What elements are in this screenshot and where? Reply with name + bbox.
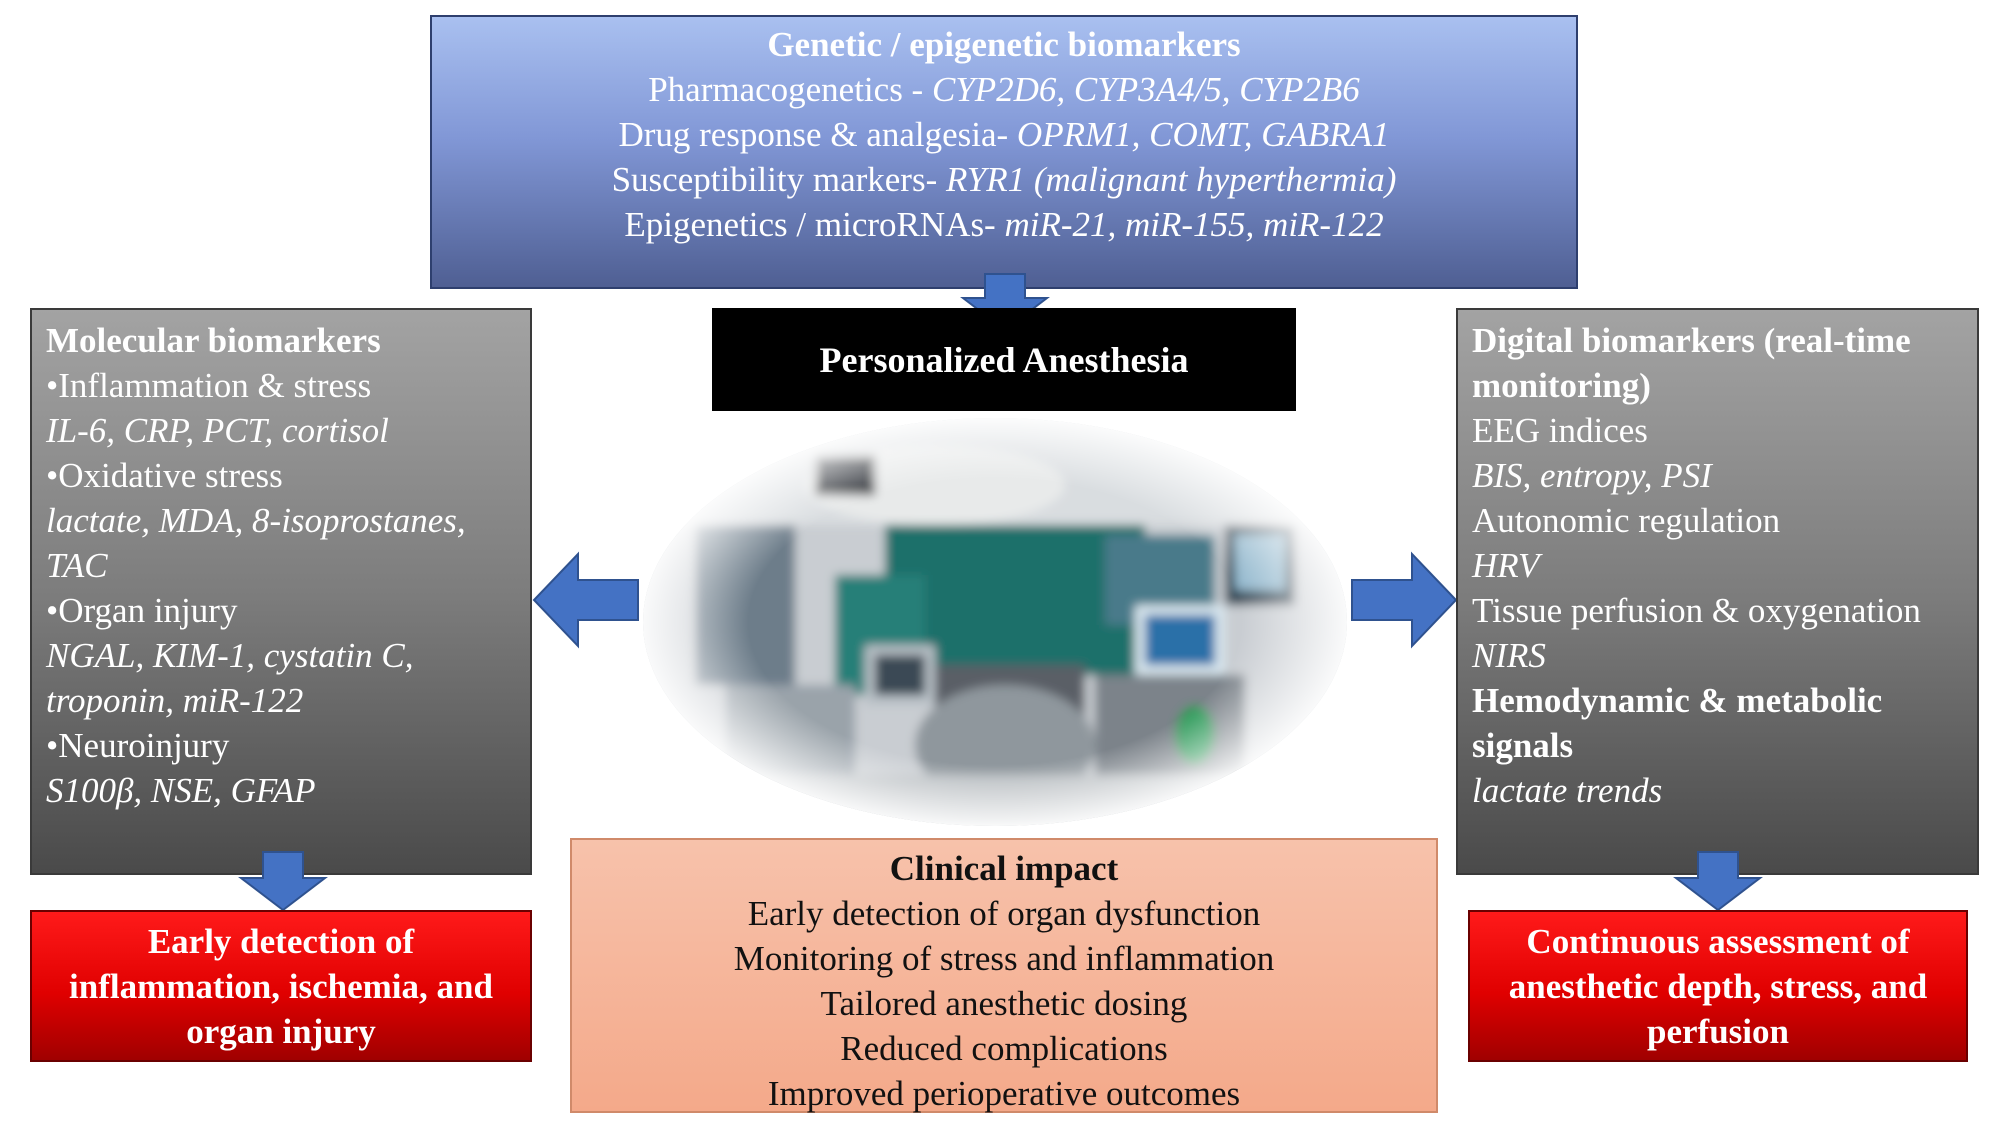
clinical-impact-line: Reduced complications bbox=[840, 1029, 1168, 1068]
molecular-line: •Neuroinjury bbox=[46, 726, 230, 765]
digital-title: Digital biomarkers (real-time bbox=[1472, 321, 1911, 360]
operating-room-photo bbox=[643, 418, 1347, 826]
digital-line: Autonomic regulation bbox=[1472, 501, 1781, 540]
outcome-continuous-assessment-box: Continuous assessment of anesthetic dept… bbox=[1468, 910, 1968, 1062]
digital-biomarkers-box: Digital biomarkers (real-time monitoring… bbox=[1456, 308, 1979, 875]
digital-line: NIRS bbox=[1472, 636, 1546, 675]
digital-line: lactate trends bbox=[1472, 771, 1663, 810]
outcome-left-line: organ injury bbox=[186, 1011, 376, 1051]
digital-title-cont: monitoring) bbox=[1472, 366, 1651, 405]
clinical-impact-box: Clinical impact Early detection of organ… bbox=[570, 838, 1438, 1113]
molecular-line: •Oxidative stress bbox=[46, 456, 283, 495]
clinical-impact-title: Clinical impact bbox=[889, 849, 1119, 888]
genetic-row-3: Susceptibility markers- RYR1 (malignant … bbox=[611, 160, 1397, 199]
clinical-impact-line: Monitoring of stress and inflammation bbox=[733, 939, 1275, 978]
digital-line: BIS, entropy, PSI bbox=[1472, 456, 1712, 495]
digital-line: signals bbox=[1472, 726, 1574, 765]
outcome-left-line: Early detection of bbox=[147, 921, 415, 961]
arrow-down-left bbox=[238, 851, 328, 912]
digital-line: Tissue perfusion & oxygenation bbox=[1472, 591, 1921, 630]
molecular-line: •Organ injury bbox=[46, 591, 238, 630]
molecular-line: •Inflammation & stress bbox=[46, 366, 372, 405]
digital-line: Hemodynamic & metabolic bbox=[1472, 681, 1883, 720]
clinical-impact-line: Improved perioperative outcomes bbox=[767, 1074, 1241, 1113]
genetic-title: Genetic / epigenetic biomarkers bbox=[767, 25, 1241, 64]
genetic-row-4: Epigenetics / microRNAs- miR-21, miR-155… bbox=[624, 205, 1384, 244]
molecular-line: troponin, miR-122 bbox=[46, 681, 304, 720]
molecular-line: IL-6, CRP, PCT, cortisol bbox=[46, 411, 389, 450]
arrow-right-digital bbox=[1351, 551, 1458, 649]
molecular-line: TAC bbox=[46, 546, 108, 585]
genetic-row-2: Drug response & analgesia- OPRM1, COMT, … bbox=[618, 115, 1390, 154]
molecular-title: Molecular biomarkers bbox=[46, 321, 381, 360]
molecular-biomarkers-box: Molecular biomarkers •Inflammation & str… bbox=[30, 308, 532, 875]
outcome-right-line: anesthetic depth, stress, and bbox=[1508, 966, 1928, 1006]
genetic-row-1: Pharmacogenetics - CYP2D6, CYP3A4/5, CYP… bbox=[648, 70, 1360, 109]
digital-line: HRV bbox=[1472, 546, 1540, 585]
molecular-line: S100β, NSE, GFAP bbox=[46, 771, 316, 810]
clinical-impact-line: Early detection of organ dysfunction bbox=[747, 894, 1261, 933]
personalized-anesthesia-box: Personalized Anesthesia bbox=[712, 308, 1296, 411]
digital-line: EEG indices bbox=[1472, 411, 1648, 450]
outcome-right-line: perfusion bbox=[1647, 1011, 1789, 1051]
arrow-left-molecular bbox=[532, 551, 639, 649]
outcome-early-detection-box: Early detection of inflammation, ischemi… bbox=[30, 910, 532, 1062]
molecular-line: lactate, MDA, 8-isoprostanes, bbox=[46, 501, 466, 540]
outcome-right-line: Continuous assessment of bbox=[1526, 921, 1910, 961]
outcome-left-line: inflammation, ischemia, and bbox=[69, 966, 493, 1006]
arrow-down-right bbox=[1673, 851, 1763, 912]
genetic-biomarkers-box: Genetic / epigenetic biomarkers Pharmaco… bbox=[430, 15, 1578, 289]
molecular-line: NGAL, KIM-1, cystatin C, bbox=[46, 636, 414, 675]
personalized-anesthesia-title: Personalized Anesthesia bbox=[819, 339, 1189, 380]
clinical-impact-line: Tailored anesthetic dosing bbox=[820, 984, 1188, 1023]
